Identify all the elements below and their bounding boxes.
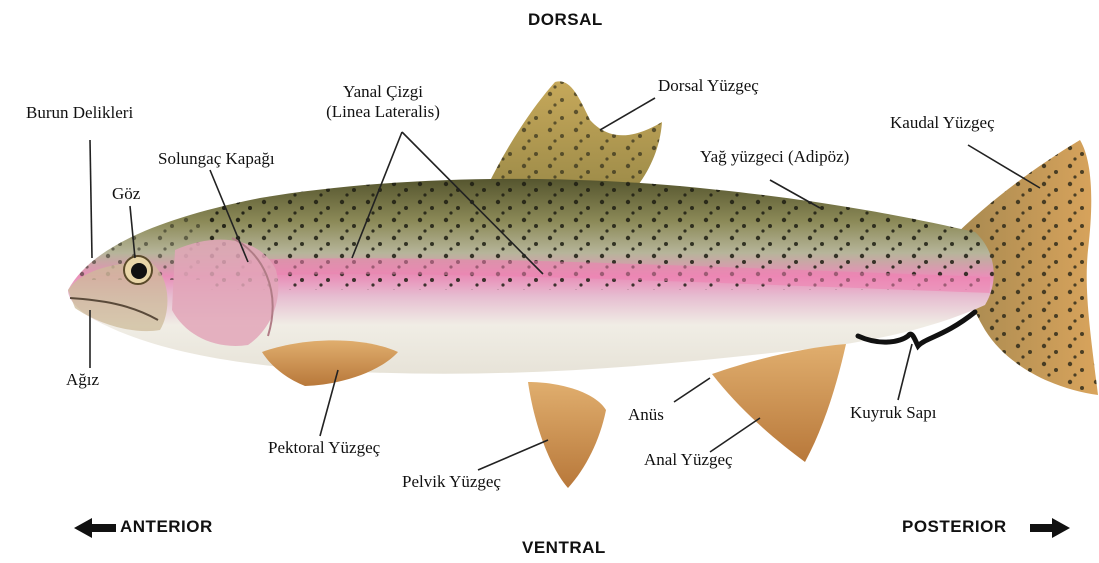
label-caudal-fin: Kaudal Yüzgeç (890, 113, 995, 133)
label-pectoral-fin: Pektoral Yüzgeç (268, 438, 380, 458)
label-anus: Anüs (628, 405, 664, 425)
label-gill-cover: Solungaç Kapağı (158, 149, 275, 169)
label-lateral-line-line2: (Linea Lateralis) (298, 102, 468, 122)
label-pelvic-fin: Pelvik Yüzgeç (402, 472, 501, 492)
dorsal-label: DORSAL (528, 10, 603, 30)
label-lateral-line: Yanal Çizgi (Linea Lateralis) (298, 82, 468, 122)
ventral-label: VENTRAL (522, 538, 606, 558)
label-anal-fin: Anal Yüzgeç (644, 450, 733, 470)
label-caudal-peduncle: Kuyruk Sapı (850, 403, 936, 423)
pelvic-fin-shape (528, 382, 606, 488)
left-arrow-icon (74, 518, 116, 538)
label-mouth: Ağız (66, 370, 99, 390)
label-eye: Göz (112, 184, 140, 204)
anterior-label: ANTERIOR (120, 517, 213, 537)
label-nostrils: Burun Delikleri (26, 103, 133, 123)
anal-fin-shape (712, 344, 846, 462)
right-arrow-icon (1030, 518, 1070, 538)
label-adipose-fin: Yağ yüzgeci (Adipöz) (700, 147, 849, 167)
pectoral-fin-shape (262, 340, 398, 386)
label-lateral-line-line1: Yanal Çizgi (298, 82, 468, 102)
label-dorsal-fin: Dorsal Yüzgeç (658, 76, 759, 96)
posterior-label: POSTERIOR (902, 517, 1007, 537)
